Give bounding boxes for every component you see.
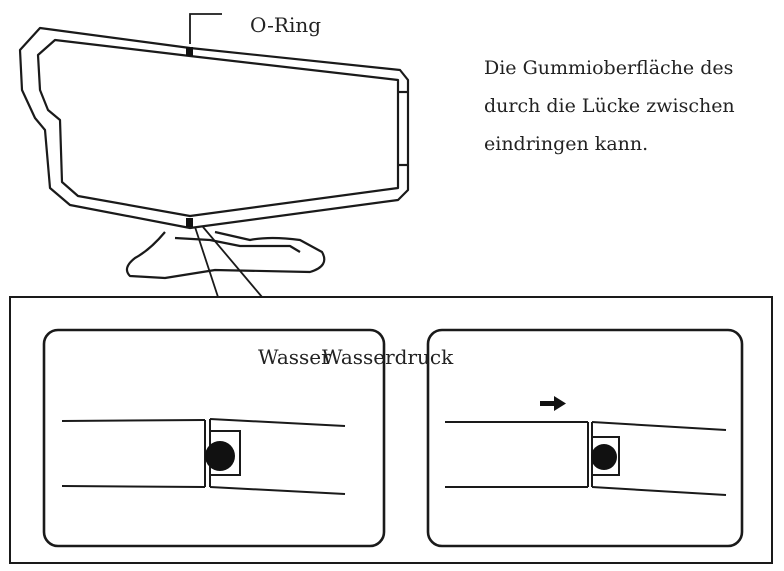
pressure-arrow-icon [540, 396, 566, 411]
oring-marker-bottom [186, 218, 193, 227]
oring-leader-line [189, 13, 222, 44]
description-line-3: eindringen kann. [484, 133, 648, 155]
oring-label: O-Ring [250, 13, 321, 37]
detail-panel-right [426, 328, 744, 548]
water-label: Wasser [258, 345, 331, 369]
description-line-1: Die Gummioberfläche des [484, 57, 733, 79]
oring-left [205, 441, 235, 471]
detail-panel-left [42, 328, 386, 548]
zoom-callout-lines [194, 226, 263, 298]
oring-marker-top [186, 47, 193, 56]
water-pressure-label: Wasserdruck [322, 345, 454, 369]
description-line-2: durch die Lücke zwischen [484, 95, 735, 117]
oring-right [591, 444, 617, 470]
